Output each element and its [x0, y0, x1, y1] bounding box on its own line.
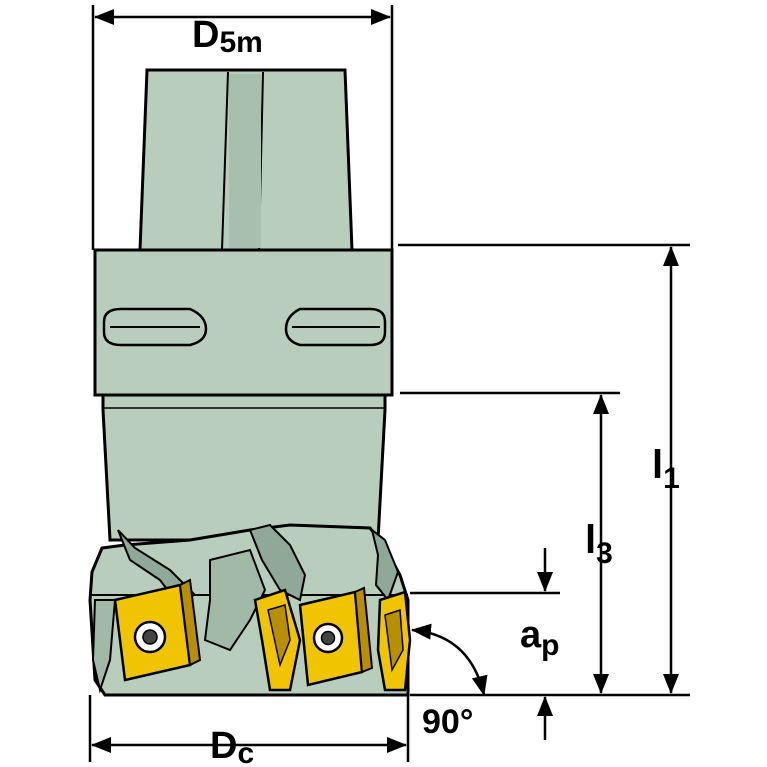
flute-3 — [203, 548, 267, 652]
neck — [101, 393, 387, 542]
label-l3: l3 — [585, 518, 613, 570]
dimension-lines — [88, 5, 690, 762]
label-d5m: D5m — [192, 14, 263, 59]
angle-arc — [411, 623, 488, 696]
insert-center — [298, 586, 374, 687]
flute-5 — [91, 599, 117, 694]
shank-flat — [229, 74, 261, 248]
milling-cutter-body — [88, 68, 412, 697]
dimension-labels: D5m Dc l1 l3 ap 90° — [192, 14, 680, 767]
label-l1: l1 — [652, 443, 680, 495]
insert-left — [113, 578, 202, 682]
label-dc: Dc — [210, 725, 254, 767]
insert-mid-edge — [253, 588, 302, 692]
shank-flat-line-1 — [221, 71, 229, 251]
insert-right-edge — [376, 590, 412, 692]
label-ap: ap — [520, 614, 559, 662]
flute-2 — [248, 523, 307, 602]
label-angle: 90° — [422, 703, 473, 741]
